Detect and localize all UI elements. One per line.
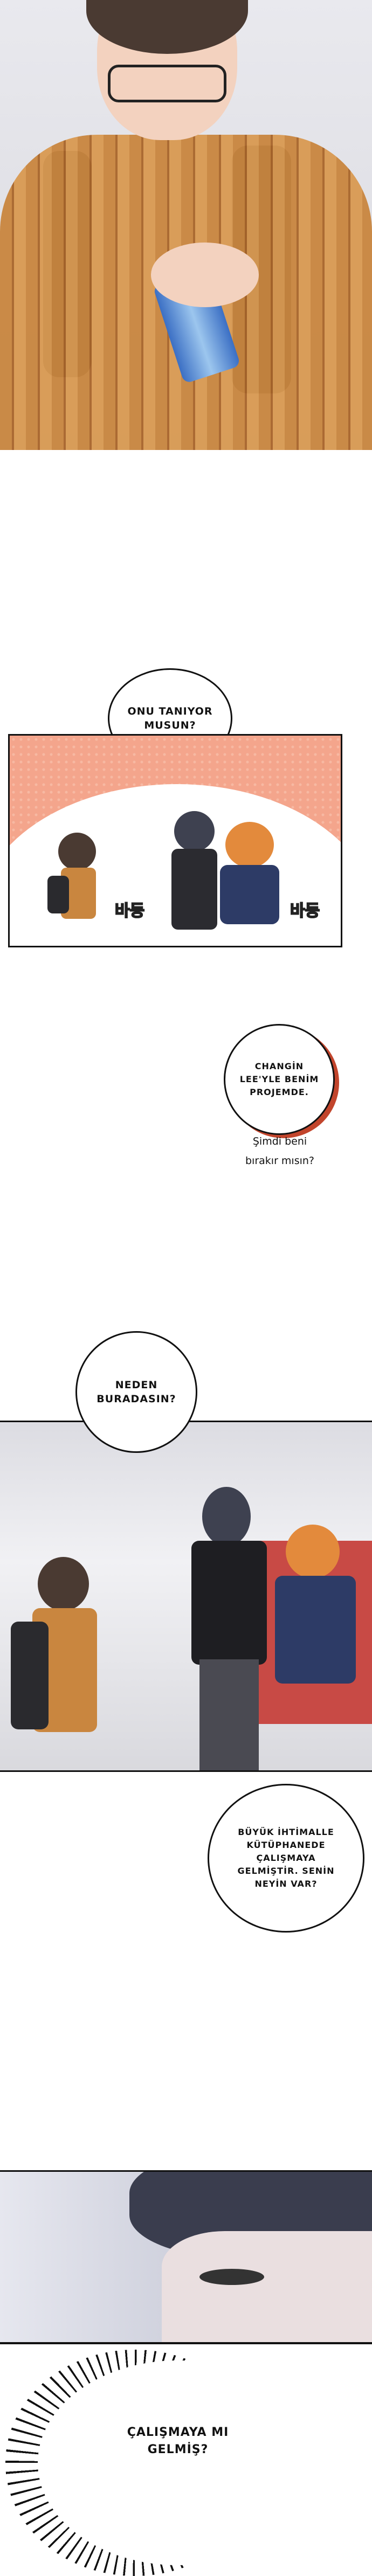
sfx-right: 바둥 <box>290 901 320 921</box>
tall-man-black <box>183 1487 275 1770</box>
plaid-shirt <box>0 135 372 450</box>
speech-bubble-3: NEDEN BURADASIN? <box>75 1331 197 1453</box>
dialogue-text: ÇALIŞMAYA MI GELMİŞ? <box>127 2426 229 2456</box>
dialogue-text: ONU TANIYOR MUSUN? <box>127 705 213 731</box>
orange-hair-person <box>270 1525 361 1770</box>
chibi-boy-backpack <box>47 833 101 940</box>
chibi-orange-hair <box>215 822 285 940</box>
chibi-tall-boy <box>166 811 220 935</box>
speech-bubble-4: BÜYÜK İHTİMALLE KÜTÜPHANEDE ÇALIŞMAYA GE… <box>208 1784 364 1933</box>
face <box>162 2231 372 2342</box>
panel-4-closeup <box>0 2170 372 2344</box>
panel-2-chibi-scene: 바둥 바둥 <box>8 734 342 947</box>
eye <box>199 2269 264 2285</box>
boy-backpack <box>11 1557 102 1770</box>
dialogue-text: CHANGİN LEE'YLE BENİM PROJEMDE. <box>239 1061 319 1097</box>
panel-1-boy-with-drink <box>0 0 372 450</box>
hands <box>151 243 259 307</box>
glasses <box>108 65 226 102</box>
speech-bubble-2: CHANGİN LEE'YLE BENİM PROJEMDE. <box>224 1024 335 1135</box>
dialogue-text: BÜYÜK İHTİMALLE KÜTÜPHANEDE ÇALIŞMAYA GE… <box>237 1827 335 1889</box>
speech-bubble-5: ÇALIŞMAYA MI GELMİŞ? <box>38 2360 318 2565</box>
dialogue-text: NEDEN BURADASIN? <box>97 1379 176 1405</box>
panel-3-hallway <box>0 1421 372 1772</box>
whisper-text: Şimdi beni bırakır mısın? <box>245 1135 315 1167</box>
sfx-left: 바둥 <box>114 901 145 921</box>
